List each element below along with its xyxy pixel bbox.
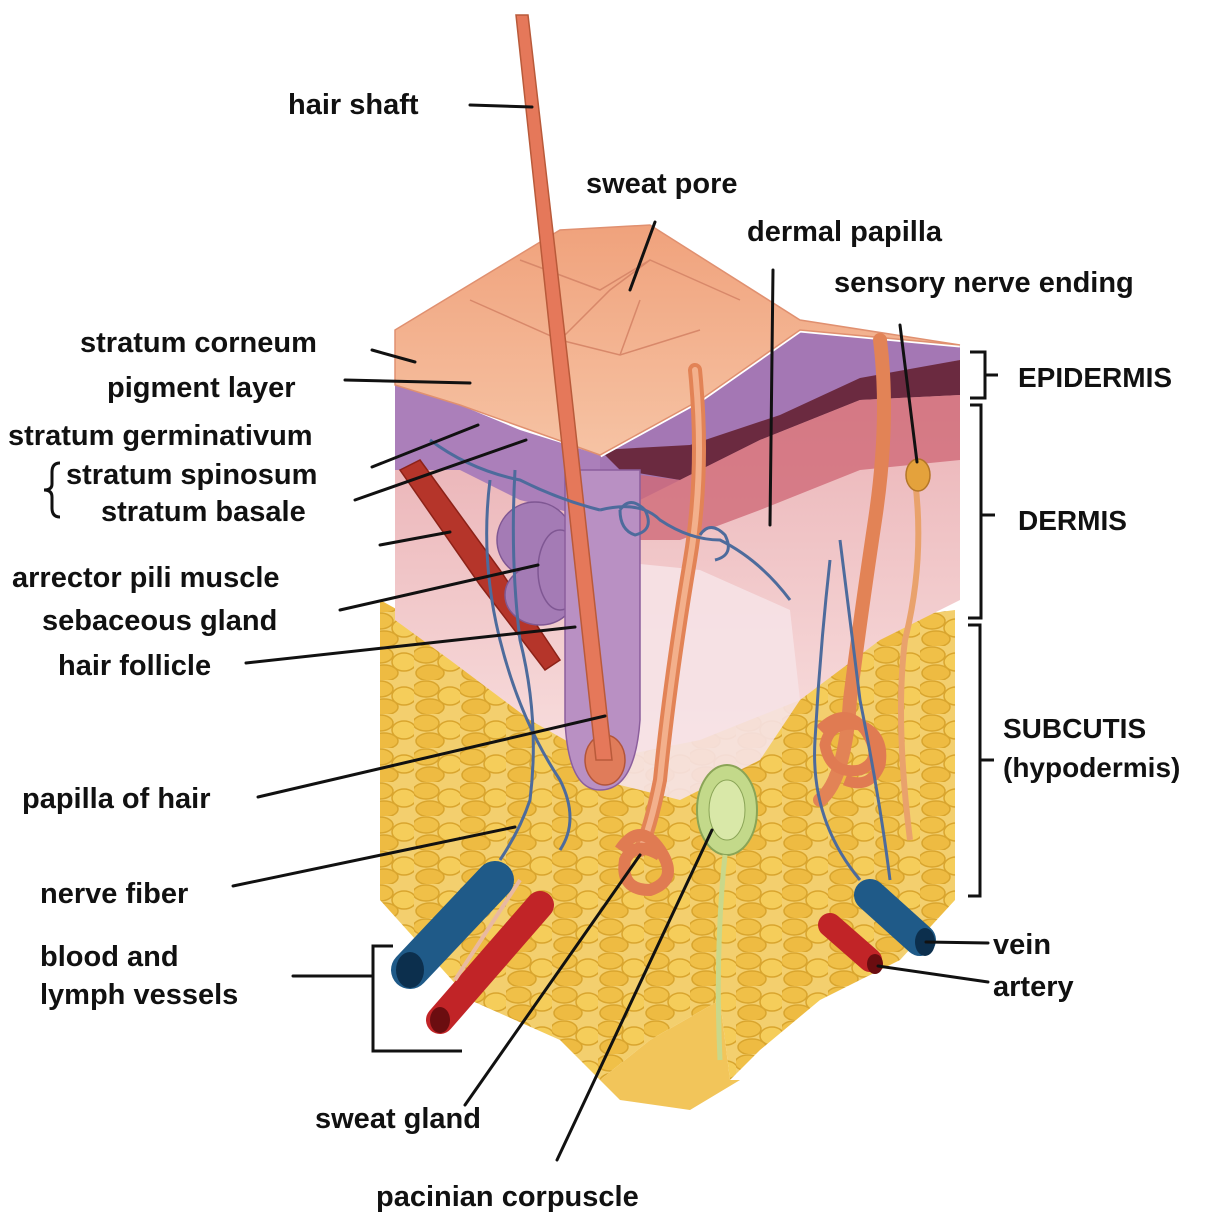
label-sweat-pore: sweat pore — [586, 168, 738, 200]
label-blood-lymph-line1: blood and — [40, 941, 179, 973]
layer-subcutis: SUBCUTIS — [1003, 713, 1146, 744]
subcutis-bracket — [968, 625, 994, 896]
layer-dermis: DERMIS — [1018, 505, 1127, 536]
label-papilla-of-hair: papilla of hair — [22, 783, 211, 815]
label-stratum-corneum: stratum corneum — [80, 327, 317, 359]
label-pacinian-corpuscle: pacinian corpuscle — [376, 1181, 639, 1213]
label-stratum-germinativum: stratum germinativum — [8, 420, 313, 452]
label-artery: artery — [993, 971, 1074, 1003]
label-arrector-pili-muscle: arrector pili muscle — [12, 562, 280, 594]
label-stratum-basale: stratum basale — [101, 496, 306, 528]
label-vein: vein — [993, 929, 1051, 961]
label-sebaceous-gland: sebaceous gland — [42, 605, 277, 637]
layer-hypodermis: (hypodermis) — [1003, 752, 1180, 783]
label-hair-follicle: hair follicle — [58, 650, 211, 682]
label-sweat-gland: sweat gland — [315, 1103, 481, 1135]
label-stratum-spinosum: stratum spinosum — [66, 459, 317, 491]
dermis-bracket — [968, 405, 995, 618]
label-pigment-layer: pigment layer — [107, 372, 296, 404]
epidermis-bracket — [970, 352, 998, 398]
layer-epidermis: EPIDERMIS — [1018, 362, 1172, 393]
label-nerve-fiber: nerve fiber — [40, 878, 188, 910]
label-sensory-nerve-ending: sensory nerve ending — [834, 267, 1134, 299]
label-dermal-papilla: dermal papilla — [747, 216, 943, 248]
label-hair-shaft: hair shaft — [288, 89, 419, 121]
label-blood-lymph-line2: lymph vessels — [40, 979, 238, 1011]
germinativum-brace — [44, 463, 60, 517]
